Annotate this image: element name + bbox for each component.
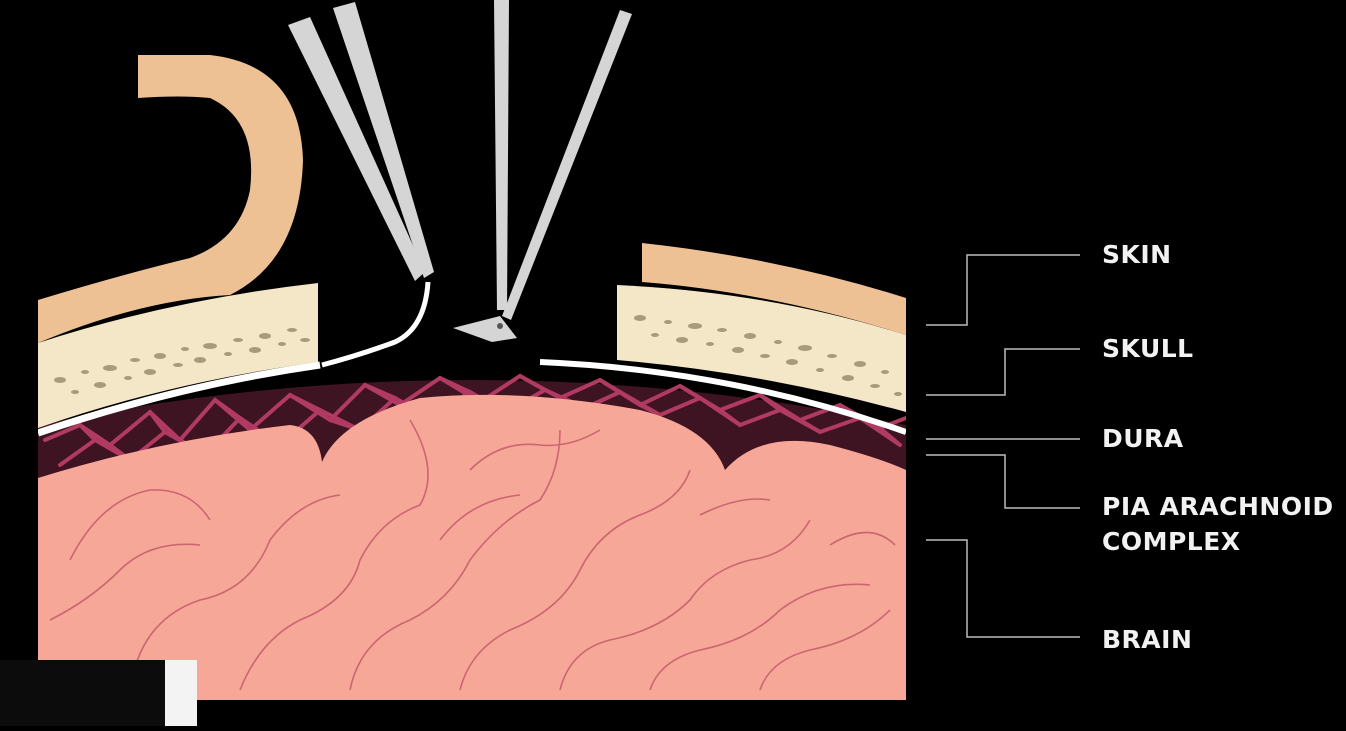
dura-layer-right: [539, 359, 906, 435]
leader-pia: [926, 454, 1080, 509]
video-thumbnail: [0, 660, 197, 726]
scissors-shaft: [494, 0, 509, 310]
scissors-tip: [453, 316, 517, 342]
scissors-blade: [502, 10, 632, 320]
leader-brain: [926, 539, 1080, 638]
label-brain: BRAIN: [1102, 625, 1193, 654]
surgical-instruments: [288, 0, 632, 342]
label-skin: SKIN: [1102, 240, 1172, 269]
forceps-arm-2: [333, 2, 434, 278]
leader-skin: [926, 254, 1080, 326]
leader-skull: [926, 348, 1080, 396]
label-skull: SKULL: [1102, 334, 1194, 363]
skull-left: [38, 283, 318, 428]
skin-right: [642, 243, 906, 335]
dura-flap: [321, 281, 431, 368]
dura-layer: [38, 361, 321, 437]
label-dura: DURA: [1102, 424, 1184, 453]
label-pia-arachnoid-complex: COMPLEX: [1102, 527, 1241, 556]
skull-speckle: [54, 315, 902, 396]
leader-lines: [926, 254, 1080, 638]
skin-flap-left: [38, 55, 303, 343]
forceps-arm-1: [288, 17, 425, 281]
brain-sulci: [49, 419, 896, 691]
skull-right: [617, 285, 906, 412]
label-pia-arachnoid: PIA ARACHNOID: [1102, 492, 1334, 521]
